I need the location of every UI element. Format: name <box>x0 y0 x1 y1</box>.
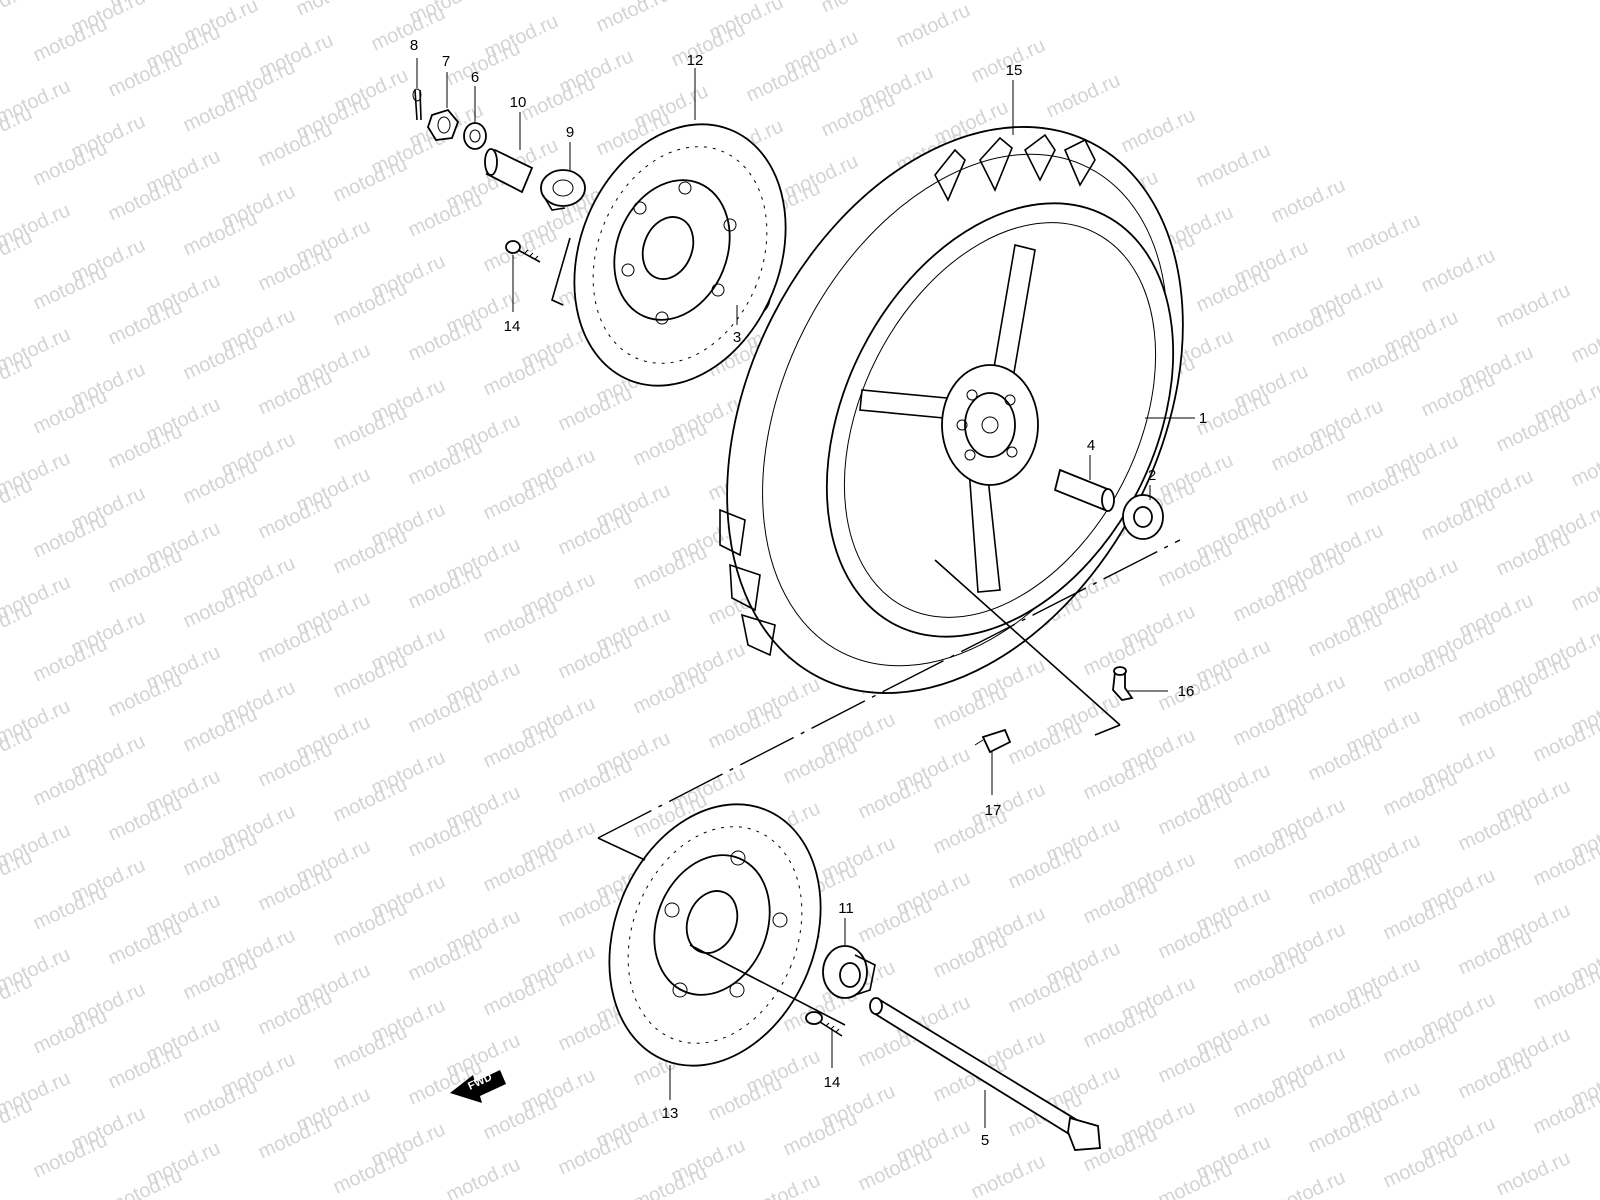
watermark-text: motod.ru <box>818 0 899 18</box>
callout-15: 15 <box>1006 62 1023 79</box>
callout-7: 7 <box>442 53 450 70</box>
bolt-part-14-upper <box>505 240 541 263</box>
speedometer-gearbox-part-11 <box>822 945 876 999</box>
wheel-hub-bore <box>964 392 1016 458</box>
watermark-text: motod.ru <box>1530 1085 1600 1138</box>
bolt-part-14-lower <box>805 1011 843 1037</box>
watermark-text: motod.ru <box>968 1150 1049 1200</box>
axle-spacer-part-4 <box>1053 468 1115 512</box>
tire-and-wheel <box>719 126 1184 694</box>
valve-part-16 <box>1112 666 1134 701</box>
callout-6: 6 <box>471 69 479 86</box>
collar-part-10 <box>484 148 534 194</box>
callout-9: 9 <box>566 124 574 141</box>
watermark-text: motod.ru <box>518 0 599 2</box>
watermark-text: motod.ru <box>1530 961 1600 1014</box>
watermark-text: motod.ru <box>1193 139 1274 192</box>
watermark-text: motod.ru <box>968 34 1049 87</box>
watermark-text: motod.ru <box>593 0 674 37</box>
callout-10: 10 <box>510 94 527 111</box>
callout-1: 1 <box>1199 410 1207 427</box>
axle-nut-part-7 <box>427 108 460 141</box>
watermark-text: motod.ru <box>1568 562 1600 615</box>
callout-8: 8 <box>410 37 418 54</box>
spacer-part-9 <box>540 169 586 211</box>
watermark-text: motod.ru <box>1418 244 1499 297</box>
callout-16: 16 <box>1178 683 1195 700</box>
callout-17: 17 <box>985 802 1002 819</box>
wheel-spokes <box>859 244 1036 593</box>
callout-3: 3 <box>733 329 741 346</box>
watermark-text: motod.ru <box>1118 104 1199 157</box>
brake-disc-part-12 <box>573 123 787 387</box>
callout-12: 12 <box>687 52 704 69</box>
callout-labels: 8 7 6 10 9 12 15 14 3 1 4 2 16 17 11 14 … <box>410 37 1207 1149</box>
watermark-text: motod.ru <box>1530 713 1600 766</box>
watermark-text: motod.ru <box>1530 837 1600 890</box>
watermark-text: motod.ru <box>743 1169 824 1200</box>
bearing-part-2 <box>1122 494 1164 540</box>
tread-bottom <box>719 508 776 657</box>
watermark-text: motod.ru <box>1043 69 1124 122</box>
callout-13: 13 <box>662 1105 679 1122</box>
watermark-text: motod.ru <box>1568 438 1600 491</box>
assembly-lines <box>551 237 1181 1026</box>
watermark-text: motod.ru <box>443 1153 524 1200</box>
watermark-text: motod.ru <box>1493 1147 1574 1200</box>
callout-14-upper: 14 <box>504 318 521 335</box>
cotter-pin-part-8 <box>412 88 422 121</box>
axle-part-5 <box>869 997 1101 1151</box>
watermark-text: motod.ru <box>293 0 374 21</box>
callout-14-lower: 14 <box>824 1074 841 1091</box>
callout-4: 4 <box>1087 437 1095 454</box>
rim-inner <box>843 222 1157 618</box>
tread-top <box>934 133 1096 202</box>
hub-bolt-holes <box>956 389 1018 461</box>
watermark-text: motod.ru <box>893 0 974 53</box>
watermark-text: motod.ru <box>1268 174 1349 227</box>
watermark-text: motod.ru <box>1568 314 1600 367</box>
leader-lines <box>416 58 1195 1128</box>
callout-11: 11 <box>838 900 854 917</box>
callout-2: 2 <box>1148 467 1156 484</box>
balance-weight-part-17 <box>974 728 1012 754</box>
fwd-arrow-icon: FWD <box>450 1070 506 1103</box>
watermark-text: motod.ru <box>1343 209 1424 262</box>
watermark-text: motod.ru <box>1493 279 1574 332</box>
washer-part-6 <box>463 122 487 150</box>
brake-disc-part-13 <box>608 803 822 1067</box>
watermark-text: motod.ru <box>1268 1166 1349 1200</box>
callout-5: 5 <box>981 1132 989 1149</box>
watermark-text: motod.ru <box>0 0 36 32</box>
